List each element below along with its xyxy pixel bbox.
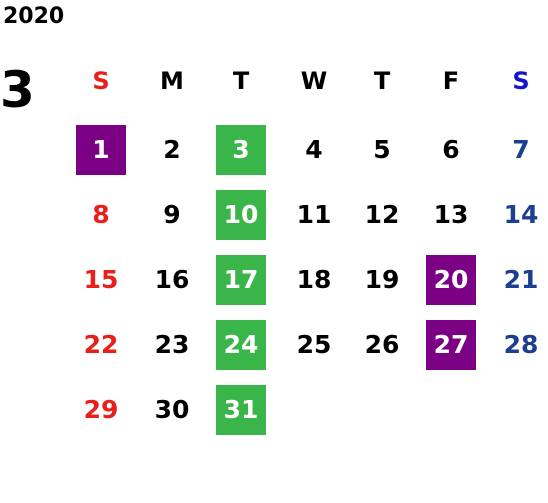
- calendar-day[interactable]: 1: [76, 125, 126, 175]
- calendar-day[interactable]: 9: [163, 200, 181, 229]
- weekday-header: S: [92, 67, 110, 95]
- calendar-day[interactable]: 10: [216, 190, 266, 240]
- calendar-day[interactable]: 25: [296, 330, 332, 359]
- calendar-day[interactable]: 26: [364, 330, 400, 359]
- calendar-day[interactable]: 14: [503, 200, 539, 229]
- calendar-day[interactable]: 7: [512, 135, 530, 164]
- calendar-day[interactable]: 16: [154, 265, 190, 294]
- weekday-header: T: [373, 67, 391, 95]
- calendar-day[interactable]: 28: [503, 330, 539, 359]
- calendar-day[interactable]: 2: [163, 135, 181, 164]
- calendar-day[interactable]: 8: [92, 200, 110, 229]
- calendar-day[interactable]: 12: [364, 200, 400, 229]
- calendar-day[interactable]: 5: [373, 135, 391, 164]
- calendar-day[interactable]: 22: [83, 330, 119, 359]
- month-label: 3: [0, 61, 35, 119]
- weekday-header: T: [232, 67, 250, 95]
- year-label: 2020: [3, 4, 65, 29]
- calendar-day[interactable]: 3: [216, 125, 266, 175]
- calendar-day[interactable]: 20: [426, 255, 476, 305]
- calendar-day[interactable]: 18: [296, 265, 332, 294]
- calendar-day[interactable]: 27: [426, 320, 476, 370]
- calendar-day[interactable]: 21: [503, 265, 539, 294]
- weekday-header: M: [160, 67, 184, 95]
- calendar-day[interactable]: 15: [83, 265, 119, 294]
- calendar-day[interactable]: 6: [442, 135, 460, 164]
- calendar-day[interactable]: 13: [433, 200, 469, 229]
- calendar-day[interactable]: 4: [305, 135, 323, 164]
- calendar-day[interactable]: 24: [216, 320, 266, 370]
- calendar-day[interactable]: 31: [216, 385, 266, 435]
- calendar-day[interactable]: 17: [216, 255, 266, 305]
- calendar-day[interactable]: 23: [154, 330, 190, 359]
- calendar-day[interactable]: 11: [296, 200, 332, 229]
- calendar-day[interactable]: 19: [364, 265, 400, 294]
- calendar-day[interactable]: 29: [83, 395, 119, 424]
- weekday-header: W: [300, 67, 328, 95]
- weekday-header: F: [442, 67, 460, 95]
- calendar-day[interactable]: 30: [154, 395, 190, 424]
- weekday-header: S: [512, 67, 530, 95]
